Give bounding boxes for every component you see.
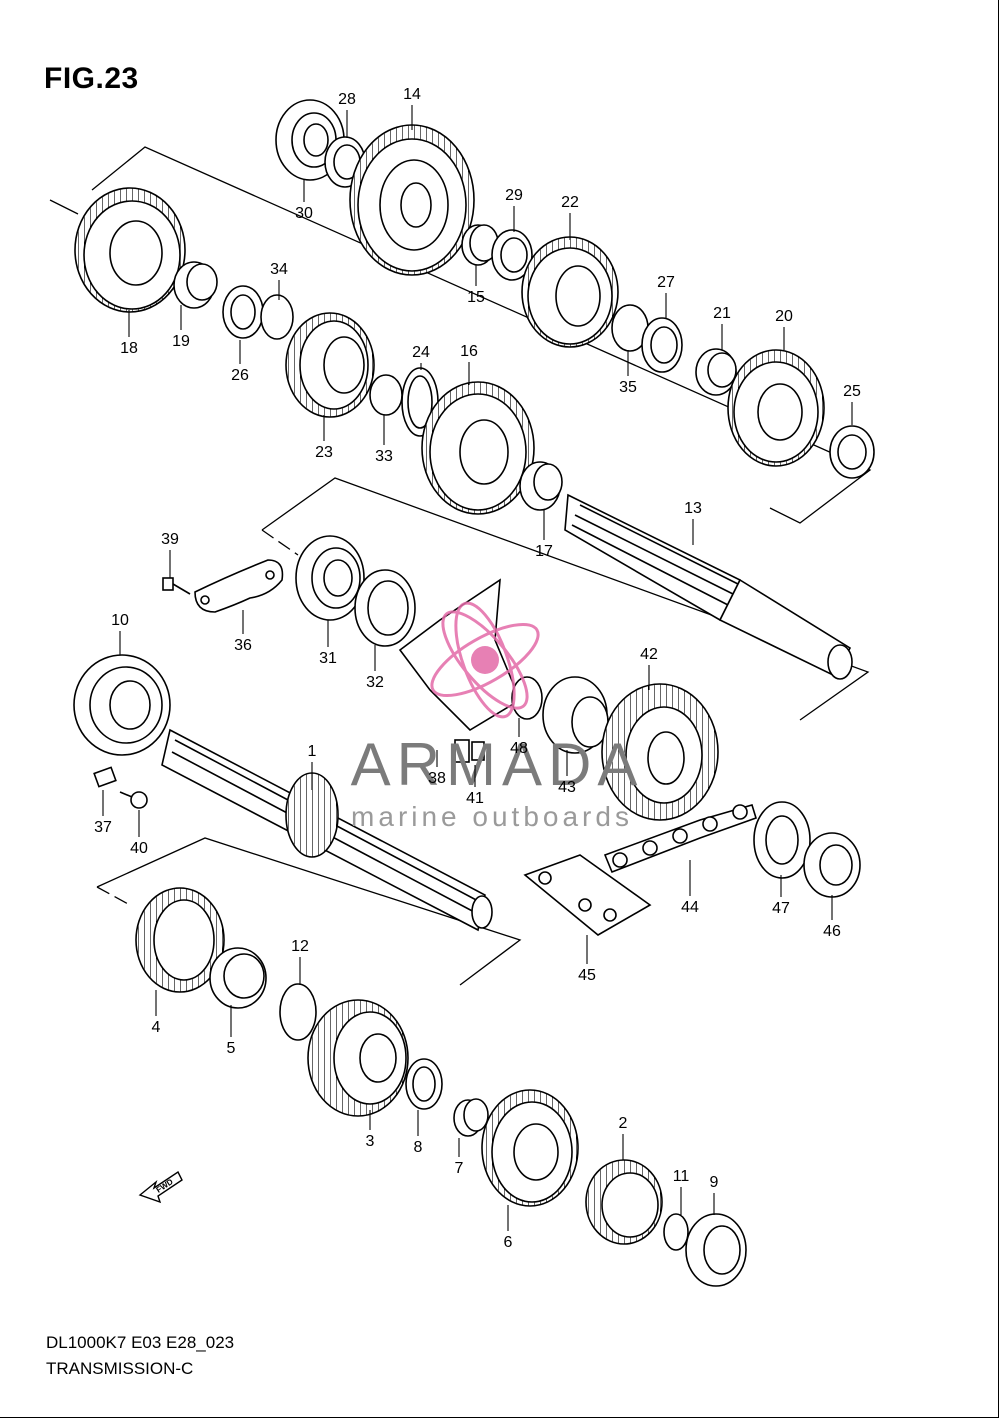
part-number-45[interactable]: 45 — [578, 967, 596, 984]
part-number-39[interactable]: 39 — [161, 531, 179, 548]
part-number-30[interactable]: 30 — [295, 205, 313, 222]
part-number-6[interactable]: 6 — [504, 1234, 513, 1251]
part-number-7[interactable]: 7 — [455, 1160, 464, 1177]
part-number-41[interactable]: 41 — [466, 790, 484, 807]
part-number-8[interactable]: 8 — [414, 1139, 423, 1156]
driveshaft-gear-stack — [135, 887, 747, 1287]
part-number-44[interactable]: 44 — [681, 899, 699, 916]
part-number-36[interactable]: 36 — [234, 637, 252, 654]
part-number-2[interactable]: 2 — [619, 1115, 628, 1132]
part-number-37[interactable]: 37 — [94, 819, 112, 836]
part-number-4[interactable]: 4 — [152, 1019, 161, 1036]
driveshaft-side-parts — [73, 535, 416, 809]
watermark: ARMADA marine outboards — [351, 601, 644, 832]
part-number-10[interactable]: 10 — [111, 612, 129, 629]
part-number-40[interactable]: 40 — [130, 840, 148, 857]
sprocket-side-parts — [398, 578, 861, 936]
part-number-35[interactable]: 35 — [619, 379, 637, 396]
section-name: TRANSMISSION-C — [46, 1359, 194, 1378]
part-number-33[interactable]: 33 — [375, 448, 393, 465]
part-number-28[interactable]: 28 — [338, 91, 356, 108]
part-number-26[interactable]: 26 — [231, 367, 249, 384]
countershaft — [564, 493, 853, 680]
watermark-brand: ARMADA — [351, 731, 644, 798]
part-number-15[interactable]: 15 — [467, 289, 485, 306]
driveshaft — [161, 728, 493, 932]
part-number-21[interactable]: 21 — [713, 305, 731, 322]
part-number-46[interactable]: 46 — [823, 923, 841, 940]
part-number-31[interactable]: 31 — [319, 650, 337, 667]
part-number-29[interactable]: 29 — [505, 187, 523, 204]
part-number-48[interactable]: 48 — [510, 740, 528, 757]
part-number-38[interactable]: 38 — [428, 770, 446, 787]
part-number-42[interactable]: 42 — [640, 646, 658, 663]
part-number-11[interactable]: 11 — [673, 1168, 690, 1185]
part-number-1[interactable]: 1 — [308, 743, 317, 760]
part-number-34[interactable]: 34 — [270, 261, 288, 278]
part-number-18[interactable]: 18 — [120, 340, 138, 357]
part-number-5[interactable]: 5 — [227, 1040, 236, 1057]
part-number-12[interactable]: 12 — [291, 938, 309, 955]
watermark-logo-icon — [430, 601, 540, 719]
countershaft-parts — [74, 99, 875, 515]
figure-title: FIG.23 — [44, 62, 139, 95]
part-number-9[interactable]: 9 — [710, 1174, 719, 1191]
fwd-arrow-icon: FWD — [138, 1170, 183, 1204]
part-number-27[interactable]: 27 — [657, 274, 675, 291]
part-number-24[interactable]: 24 — [412, 344, 430, 361]
part-number-22[interactable]: 22 — [561, 194, 579, 211]
watermark-tagline: marine outboards — [351, 801, 633, 832]
part-number-13[interactable]: 13 — [684, 500, 702, 517]
part-number-19[interactable]: 19 — [172, 333, 190, 350]
assembly-outlines — [49, 146, 872, 986]
part-number-32[interactable]: 32 — [366, 674, 384, 691]
part-number-43[interactable]: 43 — [558, 779, 576, 796]
part-number-17[interactable]: 17 — [535, 543, 553, 560]
part-number-16[interactable]: 16 — [460, 343, 478, 360]
part-number-23[interactable]: 23 — [315, 444, 333, 461]
part-number-14[interactable]: 14 — [403, 86, 421, 103]
part-number-25[interactable]: 25 — [843, 383, 861, 400]
part-number-20[interactable]: 20 — [775, 308, 793, 325]
part-number-3[interactable]: 3 — [366, 1133, 375, 1150]
part-number-47[interactable]: 47 — [772, 900, 790, 917]
model-code: DL1000K7 E03 E28_023 — [46, 1333, 235, 1352]
